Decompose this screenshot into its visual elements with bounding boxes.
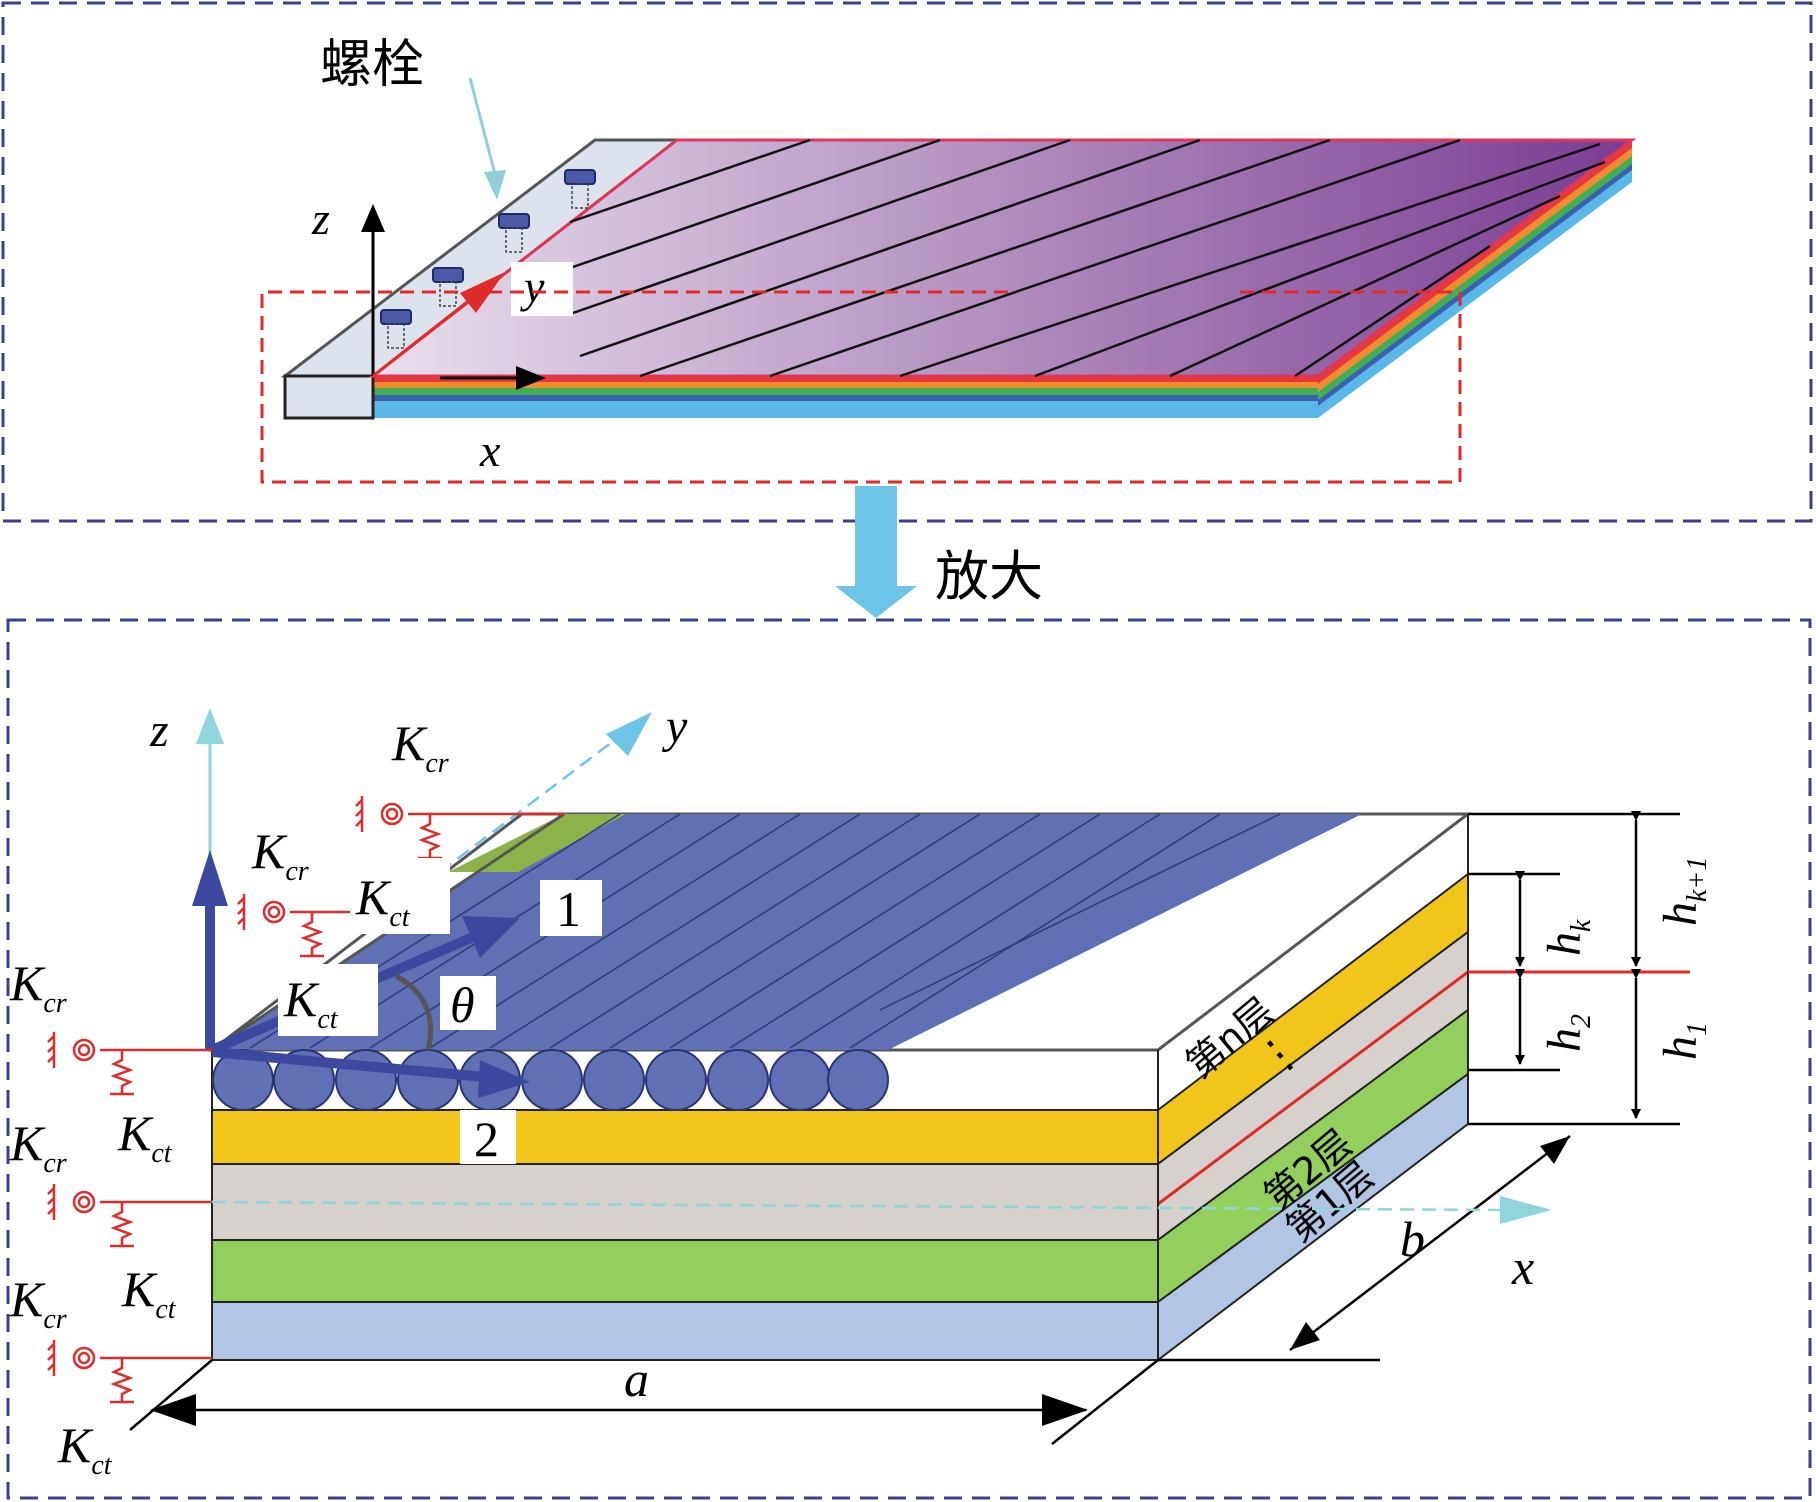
theta-arc [394, 973, 434, 1051]
b-dimension-line [1289, 1135, 1571, 1351]
theta-label-bg [440, 976, 496, 1030]
top-layer-green [373, 388, 1318, 395]
h-k-label: hk [1538, 919, 1597, 956]
side-layer-n-white [1158, 814, 1468, 1110]
bottom-z-label: z [149, 704, 169, 757]
clamp-strip-front [283, 374, 375, 420]
top-x-label: x [479, 425, 501, 476]
k-cr-label-5: Kcr [9, 1271, 67, 1335]
a-arrowhead-end [1042, 1394, 1088, 1426]
bottom-y-label: y [661, 700, 688, 753]
spring-group-corner [47, 1032, 212, 1096]
k-ct-label-4: Kct [121, 1261, 177, 1325]
k-cr-label-4: Kcr [9, 1115, 67, 1179]
k-cr-label-2: Kcr [251, 823, 309, 887]
b-arrowhead-start [1290, 1322, 1320, 1350]
top-layer-red [373, 376, 1318, 382]
fiber-layer [212, 814, 1362, 1050]
top-side-blue [1318, 164, 1632, 406]
bottom-x-label: x [1511, 1239, 1534, 1295]
top-side-green [1318, 156, 1632, 400]
bolt-label: 螺栓 [320, 35, 424, 95]
material-z-arrowhead [192, 850, 228, 906]
k-ct-label-3: Kct [117, 1105, 173, 1169]
bottom-y-axis [439, 735, 621, 873]
h-2-label: h2 [1538, 1014, 1597, 1052]
spring-group-side-mid [47, 1184, 212, 1248]
green-edge-strip [448, 814, 626, 872]
direction-1-label-bg [540, 880, 602, 936]
top-layer-cyan [373, 401, 1318, 418]
spring-group-edge-top [355, 796, 564, 860]
theta-label: θ [450, 977, 475, 1033]
top-layer-orange [373, 382, 1318, 388]
bottom-x-arrowhead [1500, 1196, 1552, 1224]
bottom-z-arrowhead [196, 708, 224, 744]
b-label: b [1400, 1211, 1425, 1267]
front-layer-green [211, 1239, 1159, 1303]
top-panel-frame [1, 1, 1813, 523]
direction-2-arrowhead [478, 1060, 530, 1098]
spring-group-side-bottom [47, 1340, 212, 1404]
a-arrowhead-start [150, 1394, 196, 1426]
bolt-icon [432, 267, 464, 307]
bottom-x-axis [211, 1200, 1501, 1212]
bolt-pointer-arrow [468, 77, 498, 179]
k-ct-label-1: Kct [355, 869, 411, 933]
h-k1-label: hk+1 [1654, 857, 1713, 926]
k-cr-label-3: Kcr [9, 955, 67, 1019]
zoom-region-box [260, 290, 1462, 484]
k-ct-label-2: Kct [283, 971, 339, 1035]
top-y-label: y [520, 261, 545, 312]
bottom-panel-frame [6, 618, 1812, 1500]
h-dimension-arrows [1515, 811, 1641, 1119]
direction-1-arrowhead [462, 916, 520, 958]
direction-2-label: 2 [474, 1111, 499, 1167]
top-fiber-lines [569, 138, 1606, 378]
h-1-label: h1 [1654, 1022, 1713, 1060]
bolt-icon [564, 169, 596, 209]
top-y-label-bg [511, 262, 573, 316]
bolt-pointer-head [484, 170, 506, 200]
direction-2-vector [211, 1047, 497, 1083]
side-midplane-line [1157, 970, 1469, 1206]
front-layer-lightblue [211, 1301, 1159, 1361]
top-side-orange [1318, 148, 1632, 392]
bolt-icon-group [380, 169, 596, 349]
direction-2-label-bg [460, 1110, 516, 1164]
top-layer-blue [373, 395, 1318, 401]
top-y-arrowhead [460, 272, 505, 313]
bolt-icon [498, 213, 530, 253]
top-z-label: z [311, 193, 330, 244]
direction-1-label: 1 [556, 881, 581, 937]
bottom-y-arrowhead [606, 712, 652, 756]
bolt-icon [380, 309, 412, 349]
top-z-arrowhead [361, 204, 385, 232]
zoom-arrow-head [835, 586, 917, 618]
zoom-arrow-shaft [855, 486, 897, 586]
top-x-arrowhead [516, 366, 546, 390]
a-label: a [624, 1351, 649, 1407]
zoom-label: 放大 [935, 545, 1043, 608]
k-ct-label-5: Kct [57, 1417, 113, 1481]
top-plate-surface [368, 138, 1637, 378]
front-layer-yellow [211, 1109, 1159, 1165]
top-side-red [1318, 140, 1632, 384]
b-arrowhead-end [1540, 1136, 1570, 1164]
k-cr-label-1: Kcr [391, 715, 449, 779]
